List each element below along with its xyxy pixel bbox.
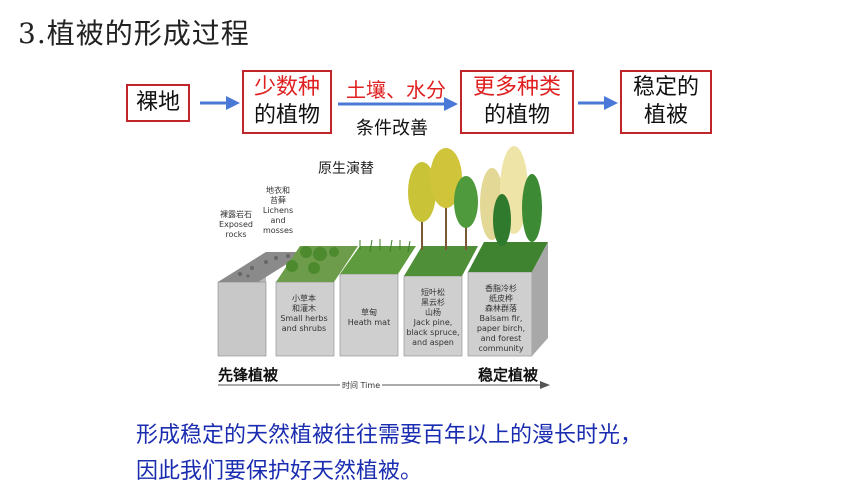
more-species-label: 更多种类 xyxy=(472,75,561,100)
condition-improve: 条件改善 xyxy=(356,118,428,139)
succession-illustration xyxy=(217,146,550,389)
arrow-right-icon xyxy=(578,96,618,110)
pioneer-vegetation-label: 先锋植被 xyxy=(218,366,279,384)
few-species-label: 少数种 xyxy=(253,75,320,100)
condition-soil-water: 土壤、水分 xyxy=(346,78,446,102)
arrow-right-icon xyxy=(338,97,458,111)
stable-label: 稳定的 xyxy=(632,75,699,100)
few-species-sub: 的植物 xyxy=(253,103,320,128)
bare-land-label: 裸地 xyxy=(135,90,180,115)
caption-line-2: 因此我们要保护好天然植被。 xyxy=(136,459,423,484)
more-species-sub: 的植物 xyxy=(483,103,550,128)
box-bare-land: 裸地 xyxy=(126,84,190,122)
box-few-species: 少数种 的植物 xyxy=(242,70,332,134)
caption-line-1: 形成稳定的天然植被往往需要百年以上的漫长时光， xyxy=(136,423,643,448)
stable-sub: 植被 xyxy=(643,103,688,128)
slide-title: 3.植被的形成过程 xyxy=(18,17,250,50)
arrow-right-icon xyxy=(200,96,240,110)
caption-text: 形成稳定的天然植被往往需要百年以上的漫长时光， 因此我们要保护好天然植被。 xyxy=(136,418,642,490)
stable-vegetation-label: 稳定植被 xyxy=(478,366,539,384)
box-more-species: 更多种类 的植物 xyxy=(460,70,574,134)
figure-title: 原生演替 xyxy=(318,161,374,177)
time-axis-label: 时间 Time xyxy=(340,380,383,391)
box-stable-vegetation: 稳定的 植被 xyxy=(620,70,712,134)
